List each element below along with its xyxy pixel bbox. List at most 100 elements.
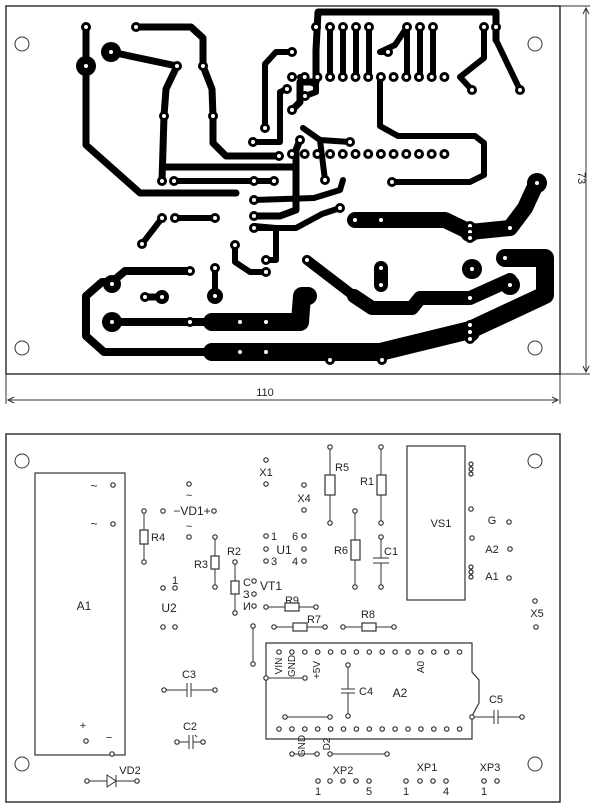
drill-hole [272, 179, 276, 183]
drill-hole [470, 267, 474, 271]
mounting-hole [527, 36, 543, 52]
drill-hole [404, 75, 409, 79]
svg-text:C4: C4 [359, 686, 373, 698]
drill-hole [391, 75, 396, 79]
svg-text:X5: X5 [530, 608, 543, 620]
dimension-lines [5, 5, 590, 404]
copper-traces [76, 8, 554, 361]
drill-hole [213, 216, 217, 220]
svg-text:U1: U1 [276, 543, 292, 557]
svg-text:C3: C3 [182, 669, 196, 681]
drill-hole [290, 50, 294, 54]
drill-hole [323, 178, 327, 182]
a2-pin-bottom [418, 726, 424, 732]
svg-text:VT1: VT1 [260, 579, 282, 593]
svg-text:R1: R1 [360, 476, 374, 488]
svg-text:+: + [80, 720, 86, 732]
svg-text:1: 1 [403, 786, 409, 798]
svg-text:~: ~ [186, 521, 192, 533]
mounting-hole [527, 340, 543, 356]
drill-hole [290, 75, 294, 79]
drill-hole [390, 180, 394, 184]
drill-hole [353, 152, 358, 156]
svg-text:XP3: XP3 [480, 762, 501, 774]
component-R2: R2 [227, 546, 241, 616]
drill-hole [188, 320, 192, 324]
svg-text:D2: D2 [322, 737, 333, 750]
a2-pin-top [443, 649, 450, 655]
component-VD2: VD2 [84, 765, 141, 788]
component-C4: C4 [341, 662, 373, 719]
connector-XP2: XP2 1 5 [315, 765, 372, 798]
mounting-hole [14, 453, 30, 469]
a2-pin-bottom [327, 726, 334, 732]
svg-text:A1: A1 [77, 599, 92, 613]
drill-hole [405, 25, 409, 29]
svg-text:GND: GND [287, 655, 298, 677]
svg-text:5: 5 [366, 786, 372, 798]
drill-hole [468, 230, 472, 234]
drill-hole [328, 75, 333, 79]
drill-hole [328, 152, 333, 156]
component-C2: C2 [174, 721, 206, 749]
component-VT1: C З И VT1 [243, 577, 282, 613]
drill-hole [314, 25, 318, 29]
drill-hole [302, 152, 307, 156]
svg-text:4: 4 [443, 786, 449, 798]
wire-jumper [250, 623, 256, 667]
mounting-hole [527, 756, 543, 772]
drill-hole [378, 75, 383, 79]
drill-hole [160, 179, 164, 183]
drill-hole [341, 25, 345, 29]
drill-hole [379, 266, 383, 270]
drill-hole [110, 282, 114, 286]
drill-hole [110, 320, 114, 324]
drill-hole [404, 152, 409, 156]
svg-text:+5V: +5V [312, 661, 323, 679]
drill-hole [264, 320, 268, 324]
component-C1: C1 [373, 534, 398, 590]
drill-hole [277, 154, 281, 158]
drill-hole [367, 25, 371, 29]
a2-pin-bottom [276, 726, 282, 732]
board-outline-bottom [5, 433, 561, 803]
svg-text:G: G [488, 515, 497, 527]
a2-pin-top [289, 649, 295, 655]
component-R8: R8 [340, 609, 397, 632]
drill-hole [109, 50, 113, 54]
svg-text:VS1: VS1 [431, 518, 452, 530]
drill-hole [429, 75, 434, 79]
drill-hole [252, 179, 256, 183]
drill-hole [252, 226, 256, 230]
terminals-G-A2-A1: G A2 A1 [485, 515, 513, 583]
svg-text:VD2: VD2 [119, 765, 140, 777]
component-VD1: ~ −VD1+ ~ [160, 481, 217, 540]
drill-hole [315, 75, 320, 79]
a2-pin-bottom [430, 726, 437, 732]
drill-hole [173, 216, 177, 220]
drill-hole [201, 64, 205, 68]
width-dimension-label: 110 [256, 387, 274, 399]
drill-hole [143, 295, 147, 299]
a2-pin-top [418, 649, 424, 655]
drill-hole [468, 224, 472, 228]
svg-text:3: 3 [271, 556, 277, 568]
a2-pin-bottom [301, 726, 308, 732]
drill-hole [251, 140, 255, 144]
drill-hole [508, 226, 512, 230]
drill-hole [252, 198, 256, 202]
drill-hole [378, 152, 383, 156]
drill-hole [442, 75, 447, 79]
drill-hole [348, 140, 352, 144]
drill-hole [175, 64, 179, 68]
drill-hole [162, 114, 166, 118]
component-R6: R6 [334, 508, 361, 590]
a2-pin-top [327, 649, 334, 655]
drill-hole [366, 75, 371, 79]
drill-hole [468, 296, 472, 300]
a2-pin-top [301, 649, 308, 655]
component-X5: X5 [530, 598, 544, 630]
component-X1: X1 [259, 457, 273, 487]
svg-text:И: И [243, 601, 251, 613]
